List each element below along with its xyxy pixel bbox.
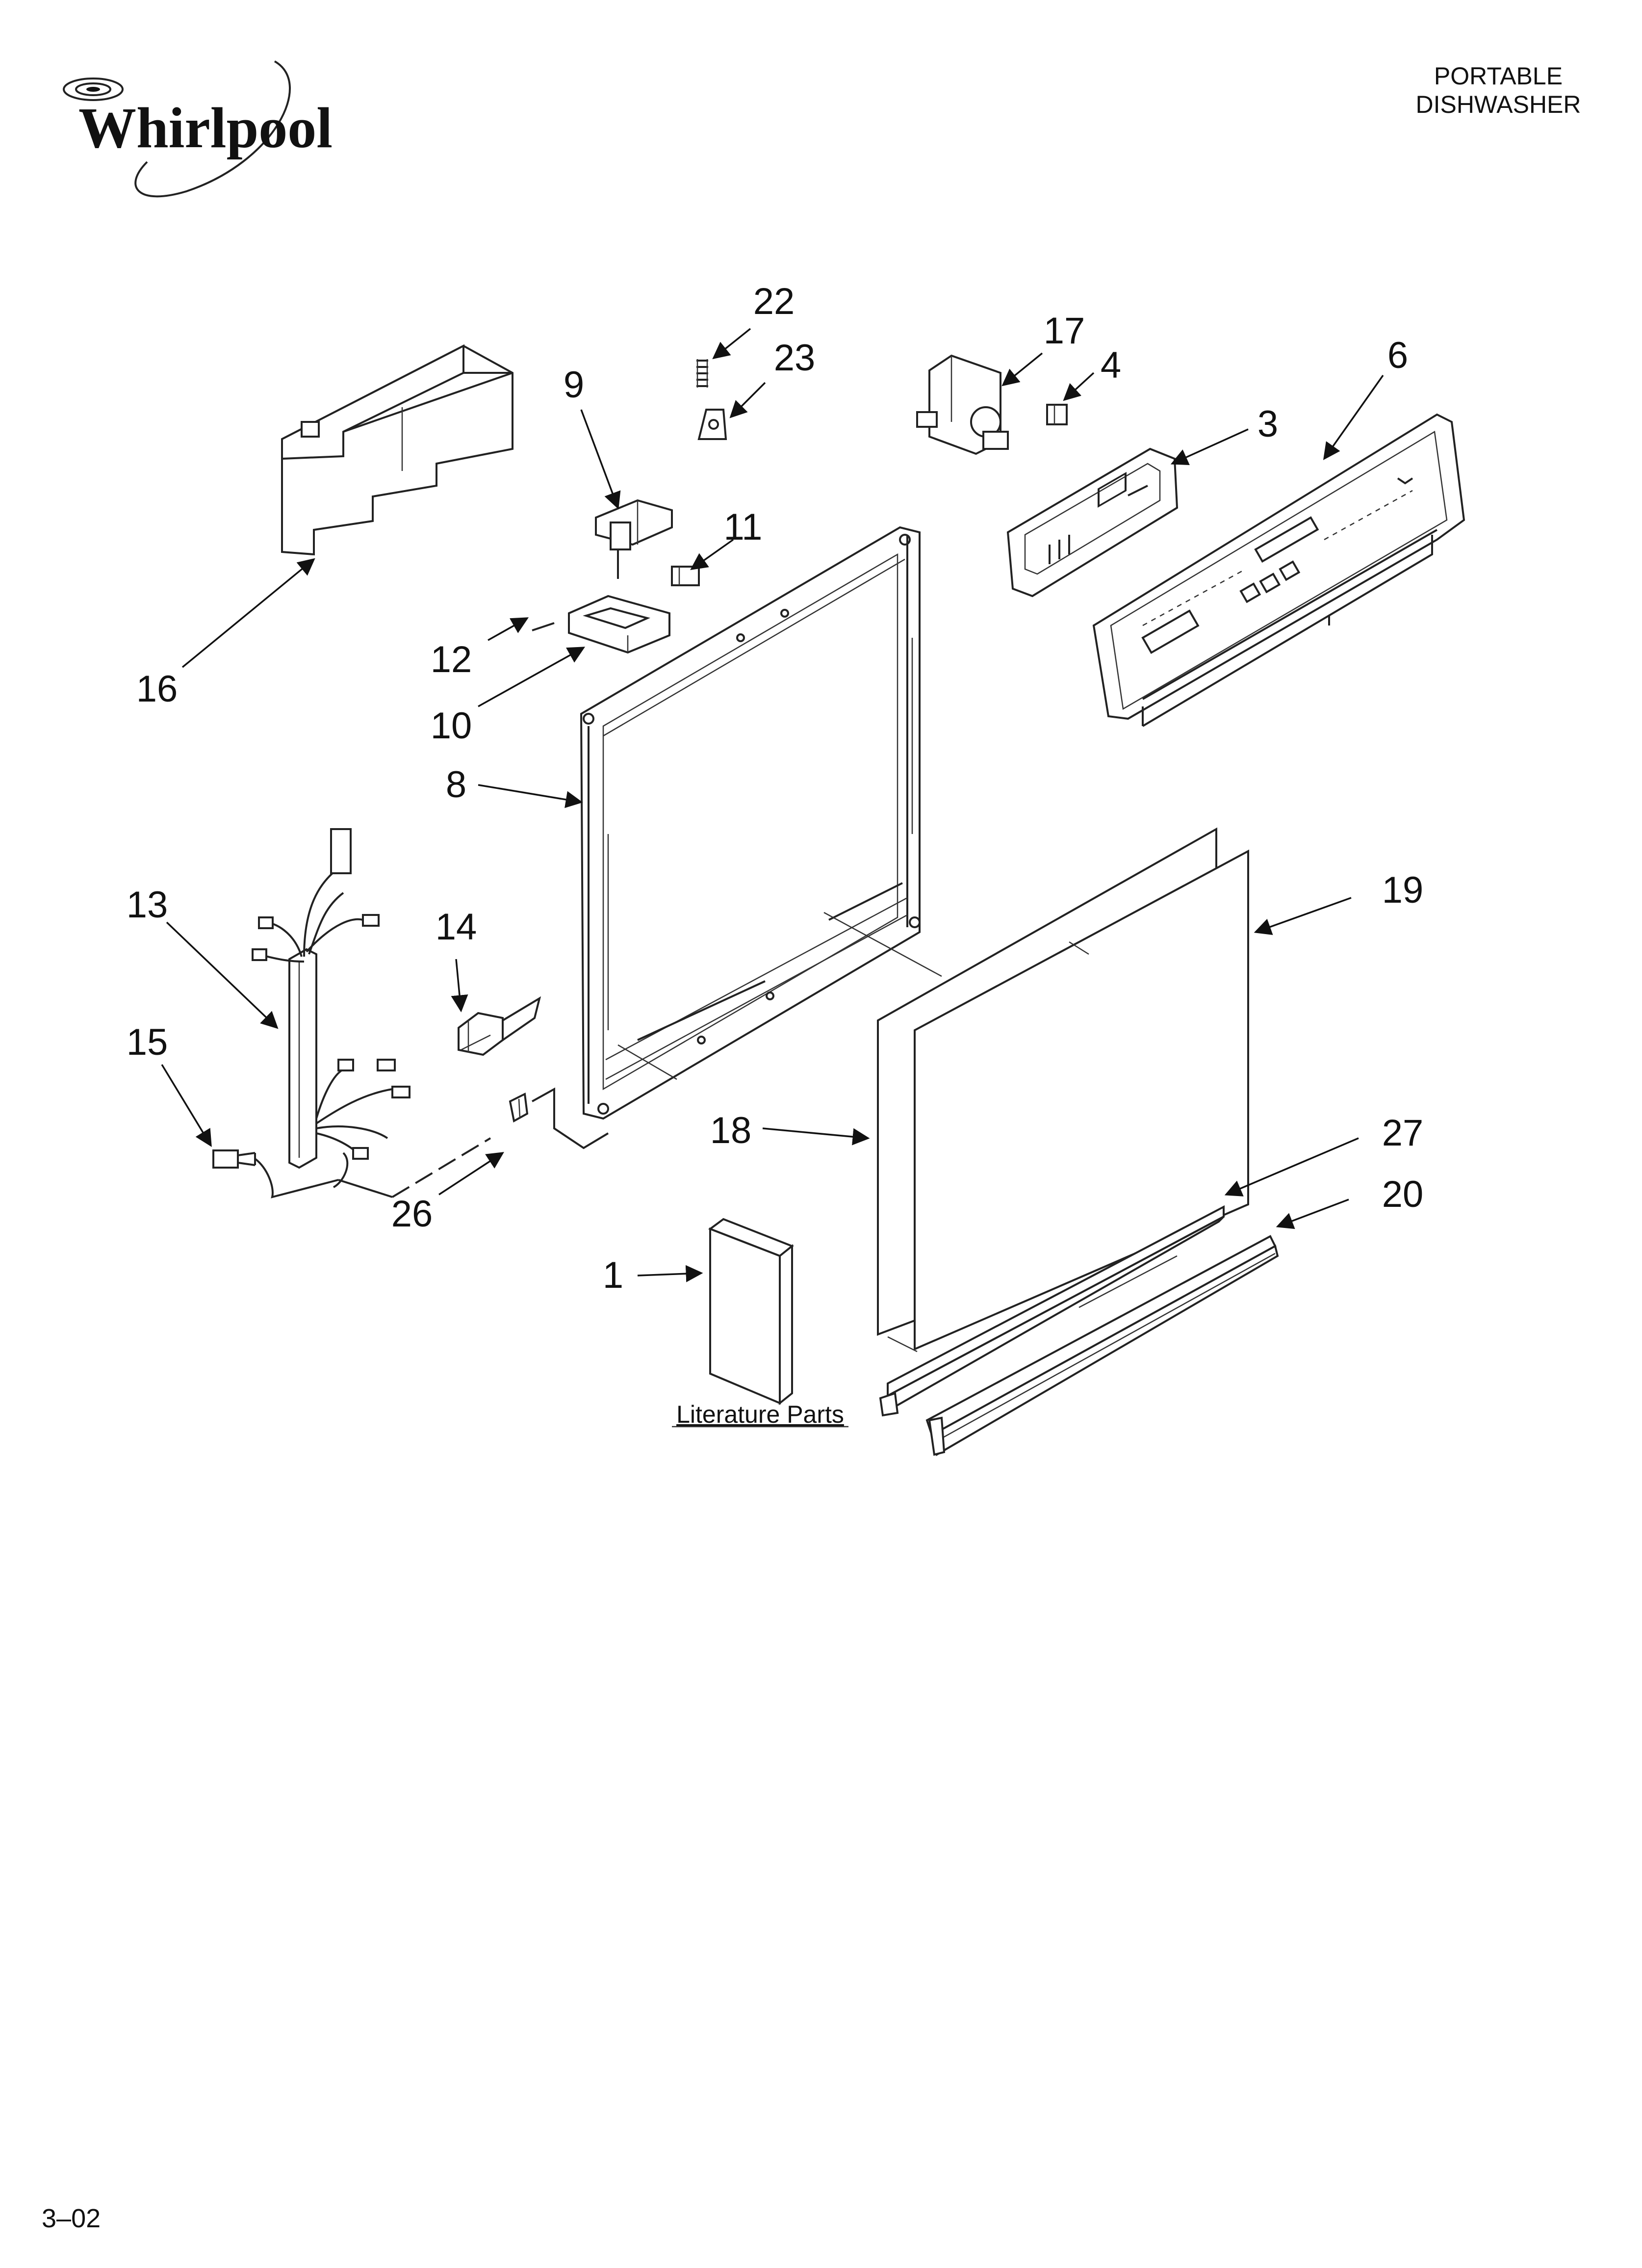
callout-14: 14 — [436, 906, 477, 948]
callout-9: 9 — [564, 364, 584, 406]
callout-17: 17 — [1044, 310, 1085, 352]
part-11-switch — [671, 566, 700, 586]
part-14-plug — [458, 996, 541, 1056]
part-17-control-switch — [916, 354, 1009, 455]
part-12-pin — [532, 622, 555, 631]
part-6-control-panel — [1092, 413, 1465, 727]
callout-8: 8 — [446, 764, 466, 806]
callout-10: 10 — [431, 705, 472, 747]
part-16-vent-cover — [281, 344, 513, 556]
callout-3: 3 — [1257, 403, 1278, 445]
product-type-line-2: DISHWASHER — [1415, 91, 1581, 118]
part-8-door-frame — [532, 526, 942, 1149]
part-23-latch — [697, 409, 727, 440]
callout-26: 26 — [391, 1193, 433, 1235]
footer-code: 3–02 — [42, 2204, 101, 2233]
part-4-switch — [1046, 404, 1068, 425]
callout-16: 16 — [136, 668, 178, 710]
part-1-literature-booklet — [708, 1218, 794, 1406]
callout-leaders — [161, 328, 1384, 1282]
part-9-latch-assembly — [595, 499, 673, 579]
part-20-bottom-trim — [925, 1235, 1279, 1457]
literature-parts-label: Literature Parts — [676, 1401, 844, 1428]
part-3-electronic-control — [1006, 447, 1179, 598]
part-26-hinge-clip — [509, 1092, 529, 1123]
callout-27: 27 — [1382, 1112, 1424, 1154]
callout-6: 6 — [1387, 335, 1408, 376]
part-10-latch-housing — [568, 595, 670, 654]
part-22-spring — [696, 359, 708, 388]
callout-11: 11 — [724, 506, 763, 548]
callout-12: 12 — [431, 639, 472, 680]
part-19-door-panel-front — [887, 849, 1249, 1353]
whirlpool-logo: Whirlpool — [63, 60, 333, 198]
callout-1: 1 — [603, 1254, 623, 1296]
callout-18: 18 — [710, 1110, 752, 1151]
callout-23: 23 — [774, 337, 816, 379]
callout-20: 20 — [1382, 1173, 1424, 1215]
callout-22: 22 — [753, 281, 795, 322]
part-13-wire-harness — [252, 828, 491, 1198]
callout-13: 13 — [127, 884, 168, 926]
product-type-line-1: PORTABLE — [1434, 62, 1563, 90]
part-27-trim-strip — [879, 1205, 1225, 1417]
brand-name: Whirlpool — [78, 96, 333, 160]
callout-15: 15 — [127, 1021, 168, 1063]
callout-19: 19 — [1382, 869, 1424, 911]
part-15-screw — [212, 1149, 339, 1199]
callout-4: 4 — [1101, 344, 1121, 386]
